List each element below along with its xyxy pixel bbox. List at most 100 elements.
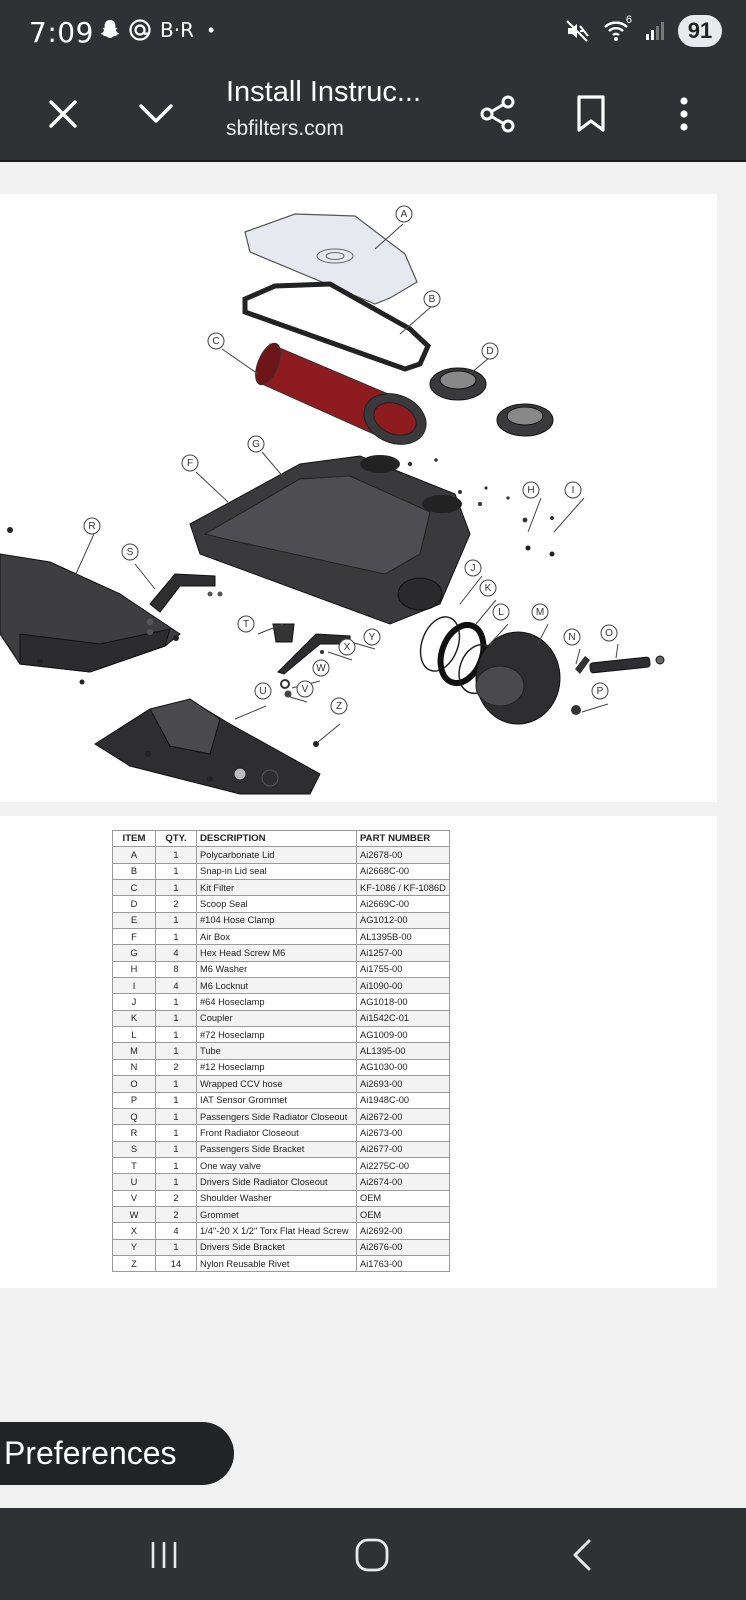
cell-part-number: AG1030-00: [356, 1058, 450, 1077]
recent-apps-icon: [151, 1542, 177, 1568]
cell-item: H: [112, 960, 156, 979]
cell-qty: 1: [155, 1075, 197, 1093]
callout-w: W: [312, 659, 330, 677]
cell-item: I: [112, 977, 156, 995]
br-app-label: B·R: [160, 18, 194, 42]
more-options-button[interactable]: [658, 88, 710, 140]
share-button[interactable]: [472, 88, 524, 140]
threads-icon: [129, 19, 151, 41]
cell-part-number: AG1012-00: [356, 911, 450, 930]
cell-item: C: [112, 879, 156, 897]
cell-part-number: Ai2672-00: [356, 1107, 450, 1126]
callout-label: Z: [336, 701, 342, 712]
cell-item: L: [112, 1026, 156, 1044]
status-bar: 7:09 B·R • 6: [0, 0, 746, 66]
title-block[interactable]: Install Instruc... sbfilters.com: [226, 72, 456, 144]
cell-description: Shoulder Washer: [196, 1189, 357, 1207]
leader-lines: [74, 223, 619, 743]
cell-part-number: OEM: [356, 1205, 450, 1224]
cell-part-number: AL1395-00: [356, 1042, 450, 1060]
cell-part-number: Ai2669C-00: [356, 895, 450, 913]
cell-description: Scoop Seal: [196, 895, 357, 913]
cell-qty: 1: [155, 1107, 197, 1126]
scoop-seal-drawing: [429, 367, 554, 437]
cell-description: M6 Washer: [196, 960, 357, 979]
callout-d: D: [481, 342, 499, 360]
callout-label: K: [485, 583, 492, 594]
callout-k: K: [479, 579, 497, 597]
status-time: 7:09: [29, 16, 94, 49]
cell-item: T: [112, 1156, 156, 1175]
cell-item: P: [112, 1091, 156, 1109]
cell-part-number: Ai2275C-00: [356, 1156, 450, 1175]
cell-part-number: Ai2674-00: [356, 1173, 450, 1191]
front-radiator-closeout-drawing: [0, 553, 181, 673]
cell-description: Polycarbonate Lid: [196, 846, 357, 864]
cell-qty: 1: [155, 846, 197, 864]
cell-description: Drivers Side Bracket: [196, 1238, 357, 1256]
cell-item: Z: [112, 1254, 156, 1273]
cell-part-number: Ai1948C-00: [356, 1091, 450, 1109]
cell-qty: 4: [155, 1222, 197, 1240]
callout-label: W: [316, 663, 326, 674]
cell-part-number: Ai1755-00: [356, 960, 450, 979]
cell-description: Air Box: [196, 928, 357, 946]
callout-c: C: [207, 332, 225, 350]
column-header-description: DESCRIPTION: [196, 829, 357, 848]
callout-label: S: [127, 547, 134, 558]
home-icon: [355, 1538, 389, 1572]
callout-label: N: [568, 632, 575, 643]
callout-y: Y: [363, 628, 381, 646]
preferences-button[interactable]: Preferences: [0, 1422, 234, 1485]
callout-label: M: [536, 607, 544, 618]
wifi-generation-label: 6: [625, 14, 632, 26]
cell-part-number: Ai2673-00: [356, 1124, 450, 1142]
callout-label: A: [401, 209, 408, 220]
cell-qty: 1: [155, 1238, 197, 1256]
page-title: Install Instruc...: [226, 76, 422, 108]
cell-qty: 2: [155, 895, 197, 913]
column-header-part-number: PART NUMBER: [356, 829, 450, 848]
cell-part-number: Ai1542C-01: [356, 1009, 450, 1028]
recent-apps-button[interactable]: [134, 1530, 194, 1580]
cell-part-number: Ai2693-00: [356, 1075, 450, 1093]
cell-part-number: KF-1086 / KF-1086D: [356, 879, 450, 897]
more-notifications-dot: •: [207, 19, 215, 40]
back-icon: [573, 1539, 591, 1571]
cell-description: Front Radiator Closeout: [196, 1124, 357, 1142]
callout-label: Y: [369, 632, 376, 643]
custom-tab-toolbar: Install Instruc... sbfilters.com: [0, 66, 746, 162]
callout-label: G: [252, 439, 260, 450]
back-button[interactable]: [552, 1530, 612, 1580]
bookmark-button[interactable]: [565, 88, 617, 140]
cell-item: N: [112, 1058, 156, 1077]
passenger-bracket-drawing: [146, 573, 223, 635]
callout-label: I: [572, 485, 575, 496]
cell-description: Coupler: [196, 1009, 357, 1028]
system-icons: 6 91: [564, 14, 722, 47]
cell-item: R: [112, 1124, 156, 1142]
callout-label: J: [471, 563, 476, 574]
close-button[interactable]: [37, 88, 89, 140]
minimize-button[interactable]: [130, 88, 182, 140]
home-button[interactable]: [342, 1530, 402, 1580]
snapchat-icon: [100, 20, 120, 39]
cell-qty: 1: [155, 928, 197, 946]
cell-qty: 8: [155, 960, 197, 979]
cell-qty: 2: [155, 1058, 197, 1077]
bookmark-icon: [577, 95, 605, 132]
callout-label: F: [187, 458, 193, 469]
callout-z: Z: [330, 697, 348, 715]
callout-label: L: [498, 607, 504, 618]
callout-o: O: [600, 624, 618, 642]
drivers-radiator-closeout-drawing: [94, 698, 321, 795]
cell-item: W: [112, 1205, 156, 1224]
